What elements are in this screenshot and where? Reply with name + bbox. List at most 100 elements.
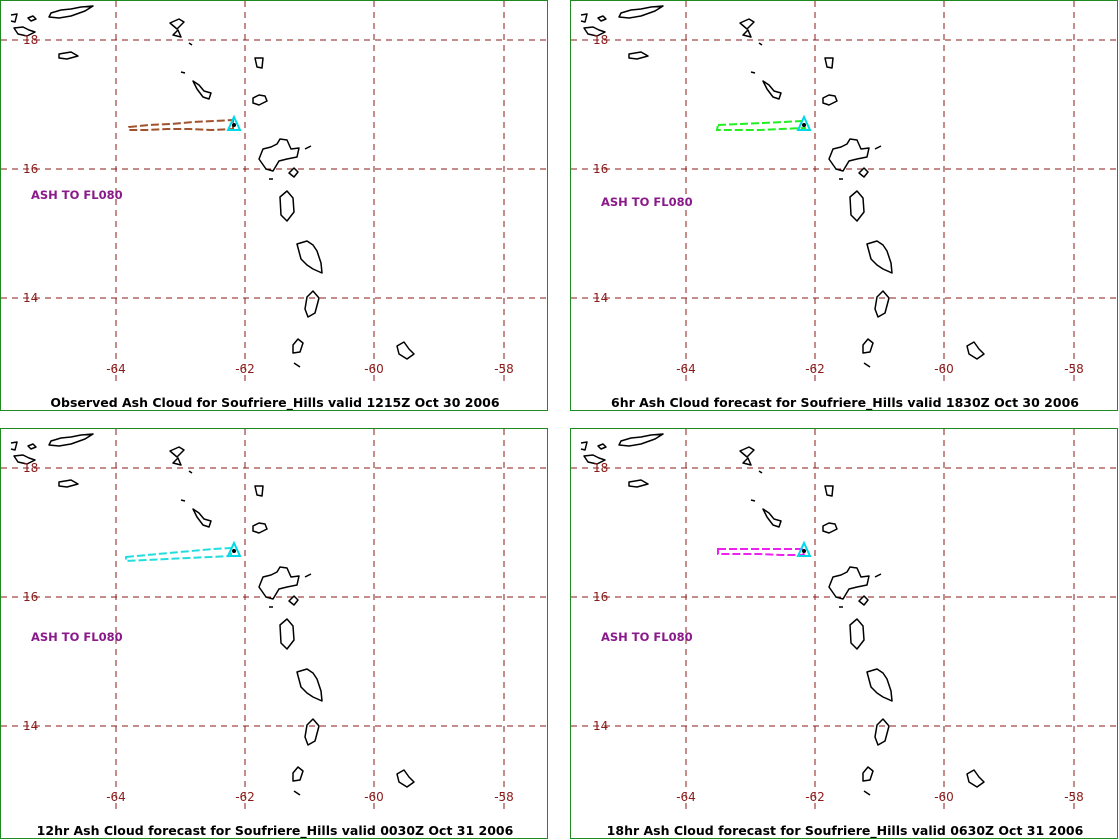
ash-altitude-label: ASH TO FL080	[601, 195, 693, 209]
longitude-label: -60	[364, 362, 384, 376]
island-outline	[288, 595, 299, 606]
island-outline	[583, 26, 606, 37]
ash-cloud-polygon	[717, 548, 806, 556]
volcano-triangle-icon	[226, 114, 242, 131]
island-outline	[828, 566, 870, 600]
island-outline	[863, 790, 871, 796]
island-outline	[618, 5, 664, 19]
island-outline	[252, 94, 268, 106]
island-outline	[874, 573, 882, 578]
longitude-label: -58	[494, 790, 514, 804]
panel-caption: 6hr Ash Cloud forecast for Soufriere_Hil…	[611, 395, 1079, 410]
island-outline	[628, 51, 649, 60]
latitude-label: 14	[593, 291, 608, 305]
island-outline	[822, 94, 838, 106]
island-outline	[10, 13, 18, 23]
latitude-label: 18	[23, 33, 38, 47]
latitude-label: 14	[593, 719, 608, 733]
island-outline	[169, 18, 185, 30]
island-outline	[866, 240, 893, 274]
island-outline	[304, 145, 312, 150]
longitude-label: -60	[364, 790, 384, 804]
latitude-label: 18	[593, 461, 608, 475]
island-outline	[583, 454, 606, 465]
island-outline	[618, 433, 664, 447]
island-outline	[13, 26, 36, 37]
island-outline	[252, 522, 268, 534]
island-outline	[739, 18, 755, 30]
longitude-label: -64	[676, 790, 696, 804]
island-outline	[293, 790, 301, 796]
island-outline	[169, 446, 185, 458]
island-outline	[293, 362, 301, 368]
island-outline	[762, 508, 782, 528]
longitude-label: -58	[1064, 790, 1084, 804]
island-outline	[258, 138, 300, 172]
volcano-location-dot	[232, 123, 236, 127]
island-outline	[750, 71, 756, 74]
island-outline	[172, 457, 182, 466]
island-outline	[874, 718, 890, 746]
island-outline	[192, 80, 212, 100]
longitude-label: -62	[235, 790, 255, 804]
latitude-label: 14	[23, 291, 38, 305]
longitude-label: -62	[805, 362, 825, 376]
island-outline	[27, 15, 37, 22]
longitude-label: -64	[676, 362, 696, 376]
island-outline	[966, 341, 985, 360]
island-outline	[254, 57, 264, 69]
island-outline	[58, 51, 79, 60]
latitude-label: 16	[593, 162, 608, 176]
island-outline	[192, 508, 212, 528]
longitude-label: -62	[235, 362, 255, 376]
ash-altitude-label: ASH TO FL080	[601, 630, 693, 644]
island-outline	[597, 443, 607, 450]
volcano-triangle-icon	[796, 540, 812, 557]
ash-altitude-label: ASH TO FL080	[31, 188, 123, 202]
island-outline	[750, 499, 756, 502]
ash-altitude-label: ASH TO FL080	[31, 630, 123, 644]
ash-cloud-polygon	[125, 546, 232, 563]
island-outline	[296, 668, 323, 702]
island-outline	[13, 454, 36, 465]
volcano-location-dot	[802, 123, 806, 127]
island-outline	[597, 15, 607, 22]
island-outline	[58, 479, 79, 488]
island-outline	[828, 138, 870, 172]
island-outline	[48, 433, 94, 447]
island-outline	[279, 618, 295, 650]
ash-cloud-polygon	[128, 118, 234, 132]
island-outline	[822, 522, 838, 534]
longitude-label: -58	[494, 362, 514, 376]
island-outline	[27, 443, 37, 450]
island-outline	[628, 479, 649, 488]
island-outline	[172, 29, 182, 38]
island-outline	[304, 290, 320, 318]
island-outline	[188, 470, 193, 474]
island-outline	[824, 485, 834, 497]
volcano-triangle-icon	[226, 540, 242, 557]
island-outline	[862, 338, 874, 354]
island-outline	[742, 29, 752, 38]
island-outline	[866, 668, 893, 702]
island-outline	[758, 42, 763, 46]
island-outline	[254, 485, 264, 497]
longitude-label: -62	[805, 790, 825, 804]
island-outline	[849, 190, 865, 222]
island-outline	[292, 338, 304, 354]
latitude-label: 18	[23, 461, 38, 475]
island-outline	[874, 290, 890, 318]
longitude-label: -64	[106, 790, 126, 804]
island-outline	[762, 80, 782, 100]
island-outline	[824, 57, 834, 69]
island-outline	[296, 240, 323, 274]
island-outline	[279, 190, 295, 222]
island-outline	[739, 446, 755, 458]
island-outline	[48, 5, 94, 19]
island-outline	[874, 145, 882, 150]
island-outline	[10, 441, 18, 451]
latitude-label: 16	[23, 162, 38, 176]
